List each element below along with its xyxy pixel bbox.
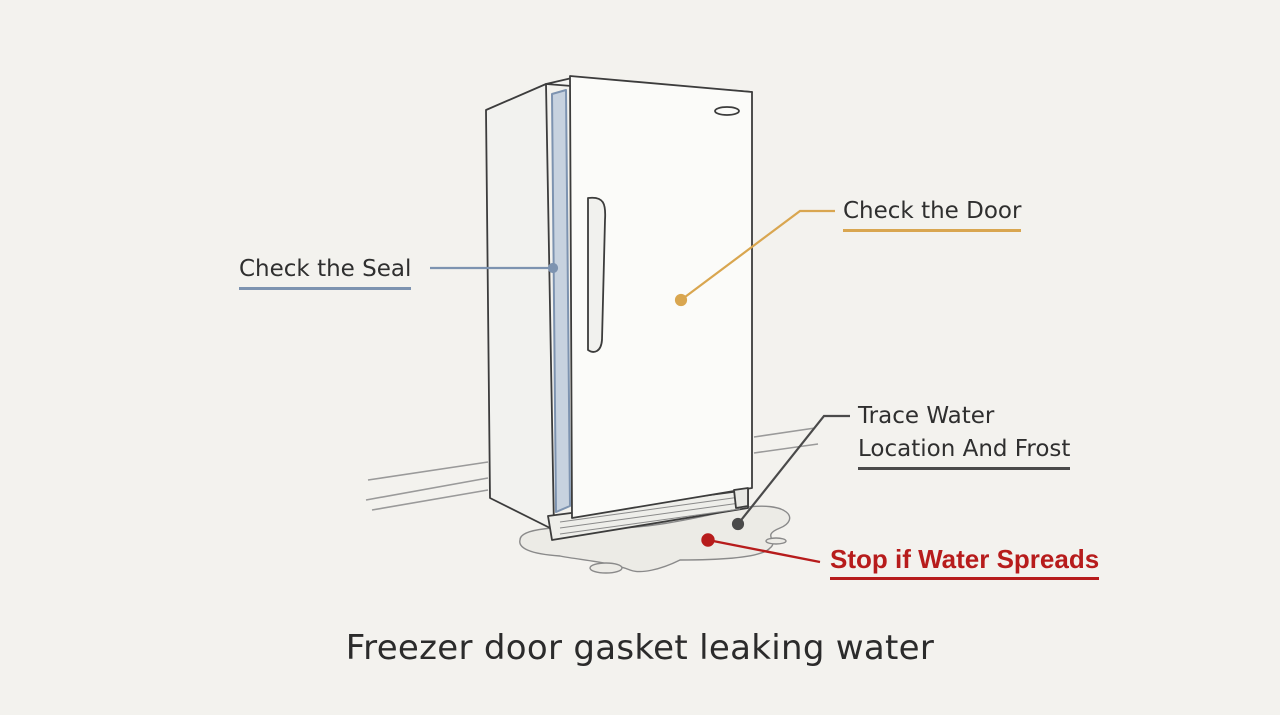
trace-water-label-line2: Location And Frost [858, 436, 1071, 462]
freezer-body [485, 75, 753, 541]
seal-connector [430, 262, 559, 274]
trace-connector [731, 414, 850, 531]
baseboard-lines [365, 427, 819, 511]
trace-water-label-line1: Trace Water [858, 403, 995, 429]
door-connector [674, 209, 835, 307]
check-seal-label: Check the Seal [239, 253, 412, 290]
trace-water-label: Trace Water Location And Frost [858, 400, 1071, 470]
stop-water-label: Stop if Water Spreads [830, 543, 1100, 580]
diagram-caption: Freezer door gasket leaking water [345, 628, 935, 668]
check-door-label: Check the Door [843, 195, 1022, 232]
stop-connector [701, 533, 821, 564]
